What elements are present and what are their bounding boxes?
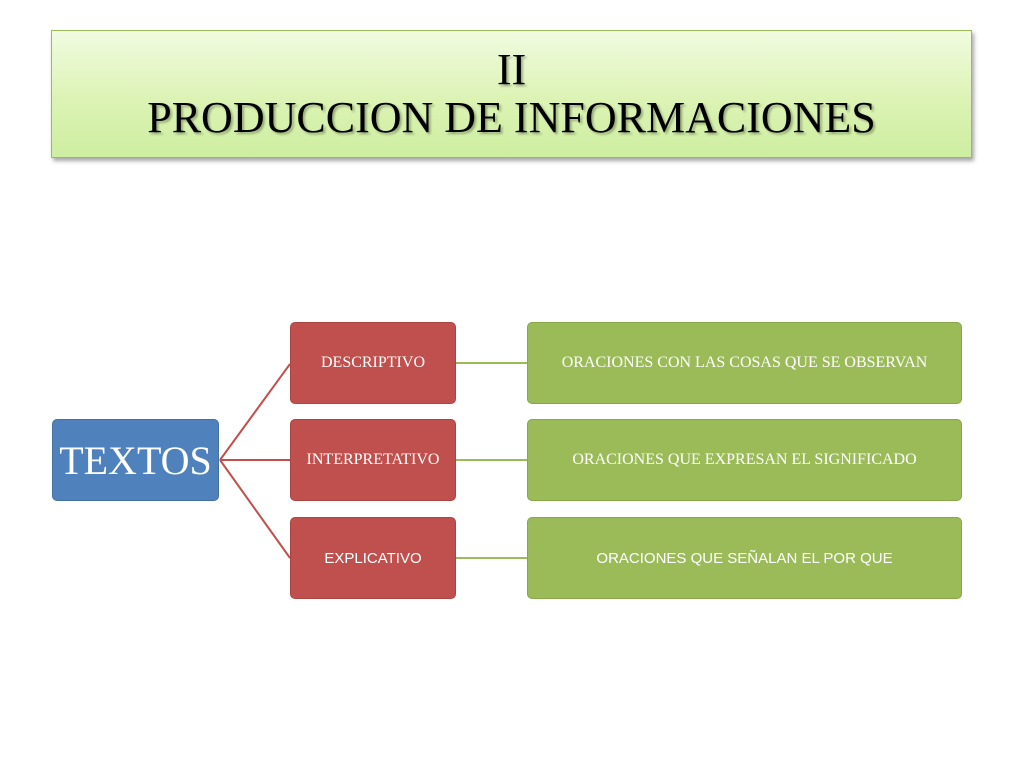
branch-node-descriptivo: DESCRIPTIVO bbox=[290, 322, 456, 404]
root-node-textos: TEXTOS bbox=[52, 419, 219, 501]
detail-node-interpretativo: ORACIONES QUE EXPRESAN EL SIGNIFICADO bbox=[527, 419, 962, 501]
detail-node-descriptivo: ORACIONES CON LAS COSAS QUE SE OBSERVAN bbox=[527, 322, 962, 404]
detail-node-explicativo: ORACIONES QUE SEÑALAN EL POR QUE bbox=[527, 517, 962, 599]
title-heading: PRODUCCION DE INFORMACIONES bbox=[147, 93, 876, 142]
title-banner: II PRODUCCION DE INFORMACIONES bbox=[51, 30, 972, 158]
root-to-branch-connectors bbox=[219, 363, 291, 559]
branch-node-explicativo: EXPLICATIVO bbox=[290, 517, 456, 599]
branch-node-interpretativo: INTERPRETATIVO bbox=[290, 419, 456, 501]
title-numeral: II bbox=[496, 45, 527, 94]
branch-to-detail-connectors bbox=[456, 362, 527, 559]
connector-root-explicativo bbox=[219, 459, 291, 559]
connector-root-descriptivo bbox=[219, 363, 291, 461]
